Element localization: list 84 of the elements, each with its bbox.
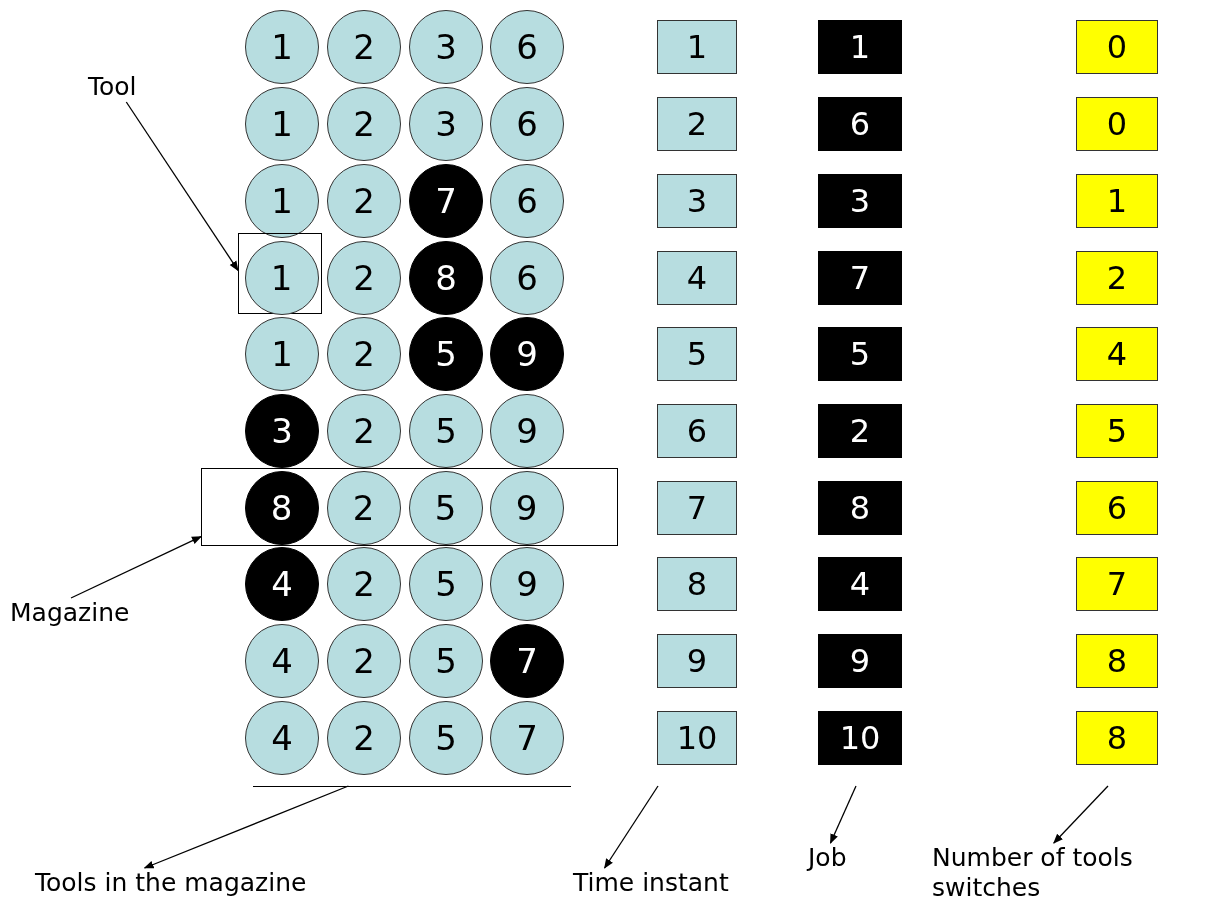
- callout-label: Time instant: [573, 868, 731, 898]
- time-instant-box: 6: [657, 404, 737, 458]
- tool-circle: 1: [245, 87, 319, 161]
- callout-label: Tool: [88, 72, 139, 102]
- tool-circle: 5: [409, 547, 483, 621]
- tool-circle: 2: [327, 10, 401, 84]
- tool-circle: 2: [327, 241, 401, 315]
- tool-circle: 6: [490, 241, 564, 315]
- callout-label: Magazine: [10, 598, 132, 628]
- time-instant-box: 7: [657, 481, 737, 535]
- tool-circle: 2: [327, 164, 401, 238]
- tool-circle: 2: [327, 624, 401, 698]
- callout-label: Number of tools switches: [932, 843, 1135, 903]
- job-box: 9: [818, 634, 902, 688]
- time-instant-box: 10: [657, 711, 737, 765]
- time-instant-box: 3: [657, 174, 737, 228]
- tool-circle: 2: [327, 317, 401, 391]
- job-box: 3: [818, 174, 902, 228]
- tool-circle: 3: [409, 10, 483, 84]
- switch-count-box: 8: [1076, 711, 1158, 765]
- leader-arrow: [125, 101, 239, 272]
- tool-circle: 4: [245, 701, 319, 775]
- switch-count-box: 7: [1076, 557, 1158, 611]
- time-instant-box: 4: [657, 251, 737, 305]
- job-box: 4: [818, 557, 902, 611]
- switch-count-box: 0: [1076, 20, 1158, 74]
- leader-arrow: [603, 785, 659, 869]
- new-tool-circle: 3: [245, 394, 319, 468]
- tool-circle: 6: [490, 10, 564, 84]
- new-tool-circle: 4: [245, 547, 319, 621]
- tool-circle: 1: [244, 240, 319, 315]
- tool-circle: 5: [409, 701, 483, 775]
- new-tool-circle: 7: [490, 624, 564, 698]
- job-box: 6: [818, 97, 902, 151]
- job-box: 7: [818, 251, 902, 305]
- tool-circle: 2: [327, 394, 401, 468]
- tool-circle: 5: [408, 470, 483, 545]
- job-box: 2: [818, 404, 902, 458]
- job-box: 8: [818, 481, 902, 535]
- switch-count-box: 1: [1076, 174, 1158, 228]
- switch-count-box: 4: [1076, 327, 1158, 381]
- tool-circle: 1: [245, 10, 319, 84]
- time-instant-box: 2: [657, 97, 737, 151]
- tool-circle: 7: [490, 701, 564, 775]
- tool-circle: 2: [327, 87, 401, 161]
- leader-arrow: [70, 535, 202, 599]
- new-tool-circle: 8: [244, 470, 319, 545]
- tool-circle: 6: [490, 164, 564, 238]
- time-instant-box: 8: [657, 557, 737, 611]
- frame-rectangle: [201, 468, 618, 546]
- frame-rectangle: [238, 233, 322, 314]
- switch-count-box: 5: [1076, 404, 1158, 458]
- switch-count-box: 2: [1076, 251, 1158, 305]
- switch-count-box: 0: [1076, 97, 1158, 151]
- tool-circle: 2: [327, 547, 401, 621]
- baseline-bar: [253, 786, 571, 788]
- switch-count-box: 8: [1076, 634, 1158, 688]
- new-tool-circle: 7: [409, 164, 483, 238]
- job-box: 1: [818, 20, 902, 74]
- callout-label: Job: [808, 843, 849, 873]
- tool-circle: 9: [490, 394, 564, 468]
- callout-label: Tools in the magazine: [35, 868, 309, 898]
- switch-count-box: 6: [1076, 481, 1158, 535]
- time-instant-box: 9: [657, 634, 737, 688]
- tool-circle: 5: [409, 394, 483, 468]
- job-box: 10: [818, 711, 902, 765]
- leader-arrow: [1053, 785, 1109, 844]
- tool-circle: 3: [409, 87, 483, 161]
- time-instant-box: 5: [657, 327, 737, 381]
- tool-circle: 6: [490, 87, 564, 161]
- tool-circle: 1: [245, 164, 319, 238]
- tool-circle: 4: [245, 624, 319, 698]
- job-box: 5: [818, 327, 902, 381]
- leader-arrow: [829, 785, 857, 844]
- new-tool-circle: 8: [409, 241, 483, 315]
- time-instant-box: 1: [657, 20, 737, 74]
- new-tool-circle: 9: [490, 317, 564, 391]
- tool-circle: 9: [489, 470, 564, 545]
- tool-circle: 2: [326, 470, 401, 545]
- new-tool-circle: 5: [409, 317, 483, 391]
- tool-circle: 9: [490, 547, 564, 621]
- tool-circle: 2: [327, 701, 401, 775]
- tool-circle: 1: [245, 317, 319, 391]
- tool-circle: 5: [409, 624, 483, 698]
